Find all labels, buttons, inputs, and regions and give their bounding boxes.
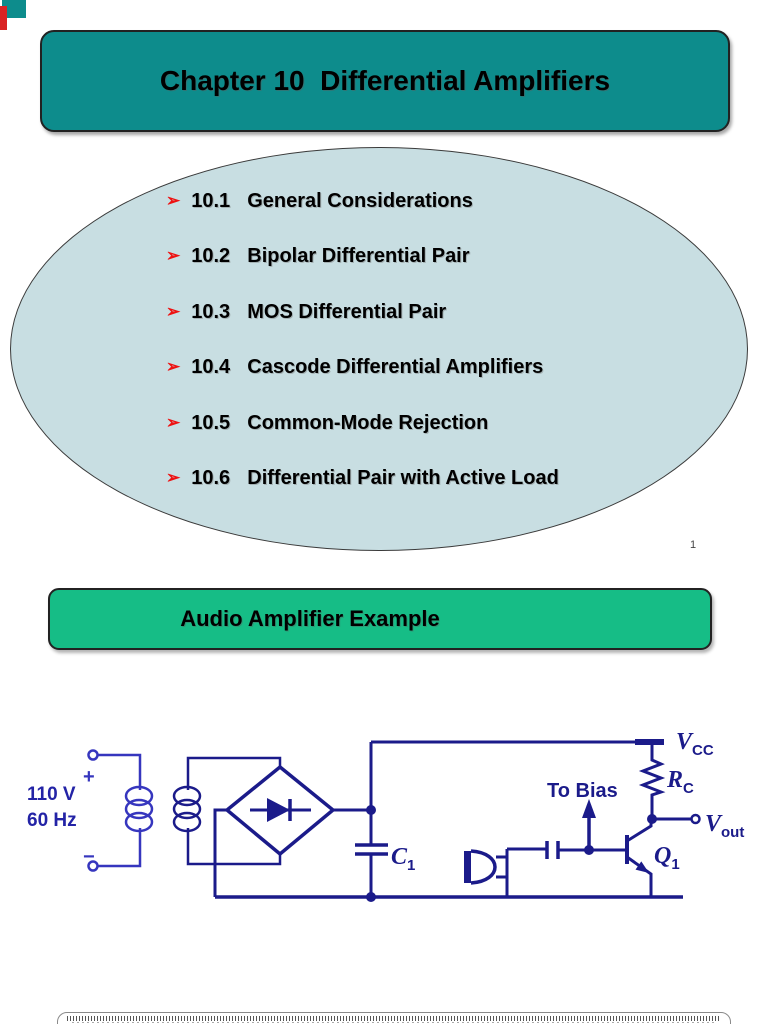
topic-item-10-2: ➢ 10.2 Bipolar Differential Pair [166,245,470,268]
ac-source-icon [87,749,154,872]
transistor-q1-icon [625,819,653,897]
vout-terminal-icon [690,813,701,825]
page-number: 1 [690,539,697,551]
page-edge-artifact-red [0,6,7,30]
topic-title: Differential Pair with Active Load [247,467,559,489]
clipped-text-line [72,1022,716,1023]
bridge-rectifier-icon [213,764,371,897]
page-edge-artifact-teal [2,0,26,18]
topic-title: General Considerations [247,190,473,212]
chapter-title: Chapter 10 Differential Amplifiers [159,65,611,96]
section-banner: Audio Amplifier Example [48,588,712,650]
vout-label: Vout [705,811,744,841]
section-title: Audio Amplifier Example [180,606,440,631]
source-voltage-label: 110 V [27,784,76,805]
topic-number: 10.5 [191,412,231,434]
topic-item-10-1: ➢ 10.1 General Considerations [166,190,473,213]
to-bias-label: To Bias [547,780,618,802]
topic-title: Cascode Differential Amplifiers [247,356,544,378]
arrow-bullet-icon: ➢ [166,191,181,210]
topic-number: 10.3 [191,301,231,323]
vcc-label: VCC [676,729,714,759]
bias-arrow-icon [582,799,596,850]
microphone-icon [464,849,509,897]
rc-label: RC [666,767,694,797]
arrow-bullet-icon: ➢ [166,413,181,432]
topic-item-10-5: ➢ 10.5 Common-Mode Rejection [166,412,488,435]
arrow-bullet-icon: ➢ [166,302,181,321]
capacitor-c1-icon [355,810,388,897]
continuation-box [57,1012,731,1024]
topic-item-10-4: ➢ 10.4 Cascode Differential Amplifiers [166,356,543,379]
resistor-rc-icon [638,742,666,819]
topic-title: Common-Mode Rejection [247,412,489,434]
source-frequency-label: 60 Hz [27,810,77,831]
arrow-bullet-icon: ➢ [166,468,181,487]
topic-number: 10.1 [191,190,231,212]
emitter-arrow-icon [635,861,649,873]
q1-label: Q1 [654,843,680,873]
topic-title: Bipolar Differential Pair [247,245,470,267]
topic-number: 10.2 [191,245,231,267]
topic-number: 10.4 [191,356,231,378]
minus-sign: − [83,846,95,868]
coupling-capacitor-icon [507,841,625,859]
topic-item-10-3: ➢ 10.3 MOS Differential Pair [166,301,446,324]
diode-icon [267,798,290,822]
clipped-text-line [67,1016,721,1021]
topic-item-10-6: ➢ 10.6 Differential Pair with Active Loa… [166,467,559,490]
c1-label: C1 [391,844,415,874]
audio-amplifier-circuit: + − 110 V 60 Hz C1 [27,729,744,902]
arrow-bullet-icon: ➢ [166,357,181,376]
supply-rails [215,739,683,899]
topics-ellipse [10,147,748,551]
topic-number: 10.6 [191,467,231,489]
arrow-bullet-icon: ➢ [166,246,181,265]
chapter-title-banner: Chapter 10 Differential Amplifiers [40,30,730,132]
topic-title: MOS Differential Pair [247,301,447,323]
plus-sign: + [83,766,95,788]
transformer-secondary-icon [172,756,282,866]
